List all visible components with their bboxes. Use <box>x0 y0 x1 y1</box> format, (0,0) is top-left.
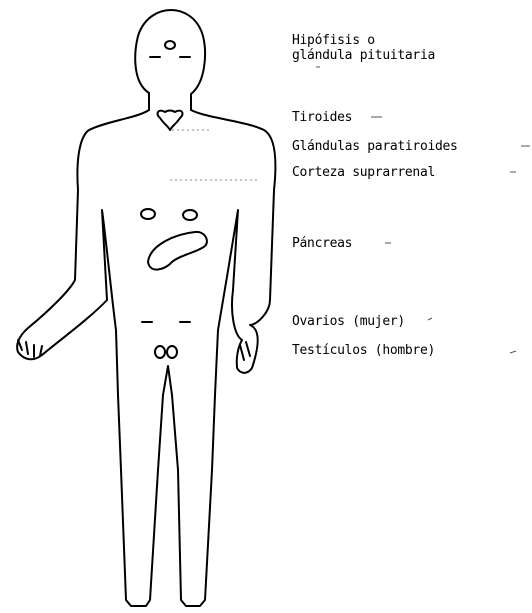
body-outline <box>17 10 275 606</box>
label-parathyroid: Glándulas paratiroides <box>292 140 458 154</box>
label-ovaries: Ovarios (mujer) <box>292 315 405 329</box>
thyroid-gland <box>158 111 183 131</box>
label-testicles: Testículos (hombre) <box>292 344 435 358</box>
label-pituitary-line1: Hipófisis o <box>292 34 375 48</box>
pituitary-gland <box>165 41 175 49</box>
testicle-right <box>167 346 177 358</box>
testicle-left <box>155 346 165 358</box>
pancreas-organ <box>148 232 207 270</box>
label-pituitary-line2: glándula pituitaria <box>292 49 435 63</box>
label-pancreas: Páncreas <box>292 237 352 251</box>
adrenal-left <box>141 209 155 219</box>
label-thyroid: Tiroides <box>292 111 352 125</box>
label-adrenal: Corteza suprarrenal <box>292 166 435 180</box>
adrenal-right <box>183 210 197 220</box>
